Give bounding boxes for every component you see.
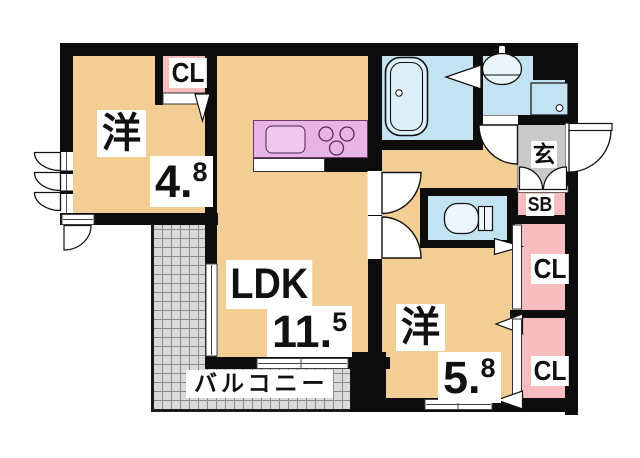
closet-top-label: CL — [169, 58, 208, 88]
stove-icon — [318, 126, 355, 156]
ldk-area-dec: 5 — [332, 307, 348, 337]
wall — [350, 352, 386, 412]
closet-lower-door — [495, 318, 524, 410]
closet-upper-label: CL — [531, 254, 570, 284]
kitchen-cabinet — [253, 158, 325, 172]
wall — [60, 213, 218, 225]
shoebox-label: SB — [526, 194, 554, 216]
door-ldk-hall — [367, 171, 422, 215]
wall — [368, 140, 480, 150]
bedroom2-area-dec: 8 — [480, 353, 496, 383]
wall — [510, 310, 578, 318]
bedroom1-label: 洋 — [97, 110, 146, 157]
toilet-icon — [443, 202, 494, 235]
balcony-label: バルコニー — [186, 370, 333, 398]
wall — [473, 43, 483, 150]
pipe-duct — [533, 43, 578, 80]
washbasin-icon — [481, 44, 523, 86]
door-bathroom-wedge — [443, 64, 482, 90]
washing-machine-pan-icon — [530, 82, 569, 116]
wall — [507, 188, 518, 224]
wall — [510, 215, 578, 224]
bedroom1-area: 4.8 — [150, 156, 213, 207]
kitchen-wall-block — [325, 158, 368, 172]
bedroom1-area-int: 4. — [155, 156, 193, 207]
closet-lower-label: CL — [531, 356, 570, 386]
entrance-door — [565, 122, 613, 173]
closet-top-door — [162, 92, 211, 124]
entrance-label: 玄 — [531, 141, 557, 168]
bedroom2-area: 5.8 — [438, 352, 501, 403]
bedroom2-label: 洋 — [396, 304, 445, 351]
door-toilet-wedge — [493, 237, 525, 256]
wall — [155, 43, 163, 105]
wall — [473, 115, 578, 125]
window-ldk-bottom — [256, 358, 349, 369]
kitchen-sink-icon — [265, 125, 306, 154]
ldk-label: LDK — [226, 260, 313, 309]
bathtub-icon — [384, 56, 429, 137]
shoebox-doors — [517, 166, 569, 193]
casement-windows-bedroom1-left — [33, 151, 73, 213]
window-ldk-left — [205, 263, 218, 357]
casement-window-bedroom1-bottom — [61, 214, 95, 251]
door-hall-bedroom2 — [367, 216, 422, 259]
wall — [60, 43, 578, 56]
ldk-area-int: 11. — [272, 306, 333, 357]
ldk-area: 11.5 — [267, 306, 353, 357]
door-washroom — [478, 115, 519, 165]
bedroom2-area-int: 5. — [443, 352, 481, 403]
bedroom1-area-dec: 8 — [192, 157, 208, 187]
